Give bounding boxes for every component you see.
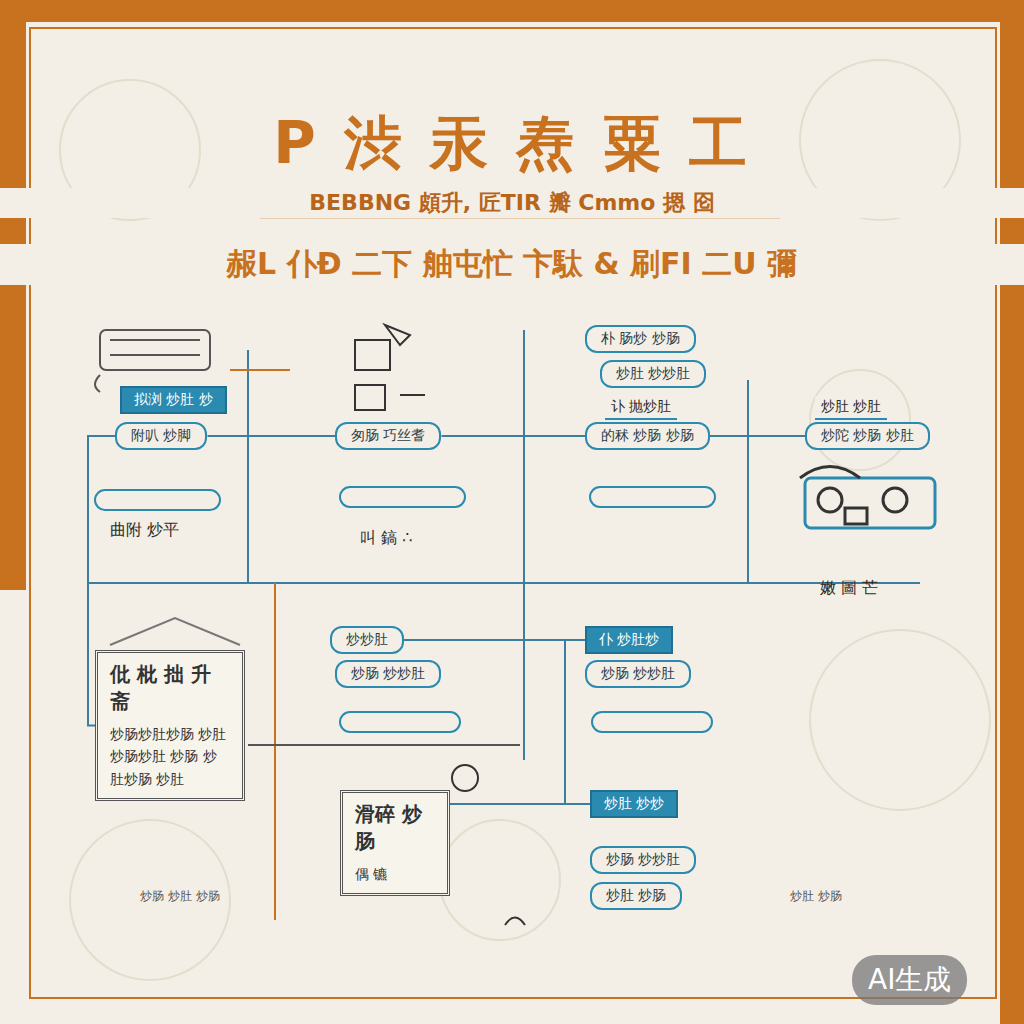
label-box: 炒肚 炒炒肚 [600, 360, 706, 388]
node-body: 偶 镳 [355, 863, 435, 885]
node-text: 炒肠 炒炒肚 [601, 665, 675, 681]
label-box: 拟浏 炒肚 炒 [120, 386, 227, 414]
panel-box: 仳 枇 拙 升 斋炒肠炒肚炒肠 炒肚 炒肠炒肚 炒肠 炒肚炒肠 炒肚 [95, 650, 245, 801]
node-text: 炒肠 炒炒肚 [351, 665, 425, 681]
connector [404, 639, 585, 641]
side-band [0, 0, 26, 590]
label-box: 炒肠 炒炒肚 [590, 846, 696, 874]
connector [207, 435, 335, 437]
label-box: 的秫 炒肠 炒肠 [585, 422, 710, 450]
comb-icon [95, 330, 210, 392]
pin-icon [800, 467, 935, 529]
node-text: 拟浏 炒肚 炒 [134, 391, 213, 407]
node-text: 仳 枇 拙 升 斋 [110, 661, 230, 715]
note: 嫩 圖 芒 [820, 578, 878, 599]
node-text: 炒肠 炒炒肚 [606, 851, 680, 867]
grid-line [88, 330, 920, 920]
note: 曲附 炒平 [110, 520, 179, 541]
node-text: 仆 炒肚炒 [599, 631, 659, 647]
panel-box: 滑碎 炒肠偶 镳 [340, 790, 450, 896]
label-box: 讣 抛炒肚 [605, 396, 677, 420]
node-body: 炒肠炒肚炒肠 炒肚 炒肠炒肚 炒肠 炒肚炒肠 炒肚 [110, 723, 230, 790]
label-box: 炒肠 炒炒肚 [335, 660, 441, 688]
node-text: 炒肚 炒肚 [821, 398, 881, 414]
label-box: 朴 肠炒 炒肠 [585, 325, 696, 353]
node-text: 朴 肠炒 炒肠 [601, 330, 680, 346]
node-text: 讣 抛炒肚 [611, 398, 671, 414]
node-text: 滑碎 炒肠 [355, 801, 435, 855]
label-box: 匆肠 巧丝耆 [335, 422, 441, 450]
label-box: 炒肠 炒炒肚 [585, 660, 691, 688]
label-box: 炒炒肚 [330, 626, 404, 654]
side-band [1000, 0, 1024, 1024]
subtitle: 赧L 仆Ð 二下 舳屯忙 卞駄 & 刷FI 二U 彌 [0, 244, 1024, 285]
label-box: 炒肚 炒炒 [590, 790, 678, 818]
node-text: 炒炒肚 [346, 631, 388, 647]
node-text: 炒肚 炒肠 [606, 887, 666, 903]
roof-icon [110, 618, 240, 645]
label-box: 仆 炒肚炒 [585, 626, 673, 654]
connector [441, 435, 585, 437]
note: 叫 鎬 ∴ [360, 528, 412, 549]
note: 炒肠 炒肚 炒肠 [140, 888, 220, 905]
diagram-title: P 渋 汞 焘 粟 工 [0, 105, 1024, 183]
note: 炒肚 炒肠 [790, 888, 842, 905]
watermark: AI生成 [852, 955, 967, 1005]
node-text: 炒肚 炒炒 [604, 795, 664, 811]
label-box: 附叭 炒脚 [115, 422, 207, 450]
label-box: 炒陀 炒肠 炒肚 [805, 422, 930, 450]
node-text: 炒肚 炒炒肚 [616, 365, 690, 381]
device-icon [355, 325, 425, 410]
top-band [0, 0, 1024, 22]
node-text: 炒陀 炒肠 炒肚 [821, 427, 914, 443]
seal-icon [452, 765, 525, 925]
node-text: 匆肠 巧丝耆 [351, 427, 425, 443]
connector [710, 435, 805, 437]
connector [450, 803, 590, 805]
label-box: 炒肚 炒肚 [815, 396, 887, 420]
node-text: 的秫 炒肠 炒肠 [601, 427, 694, 443]
subtitle: BEBBNG 頗升, 匠TIR 瓣 Cmmo 摁 囵 [0, 188, 1024, 218]
label-box: 炒肚 炒肠 [590, 882, 682, 910]
node-text: 附叭 炒脚 [131, 427, 191, 443]
